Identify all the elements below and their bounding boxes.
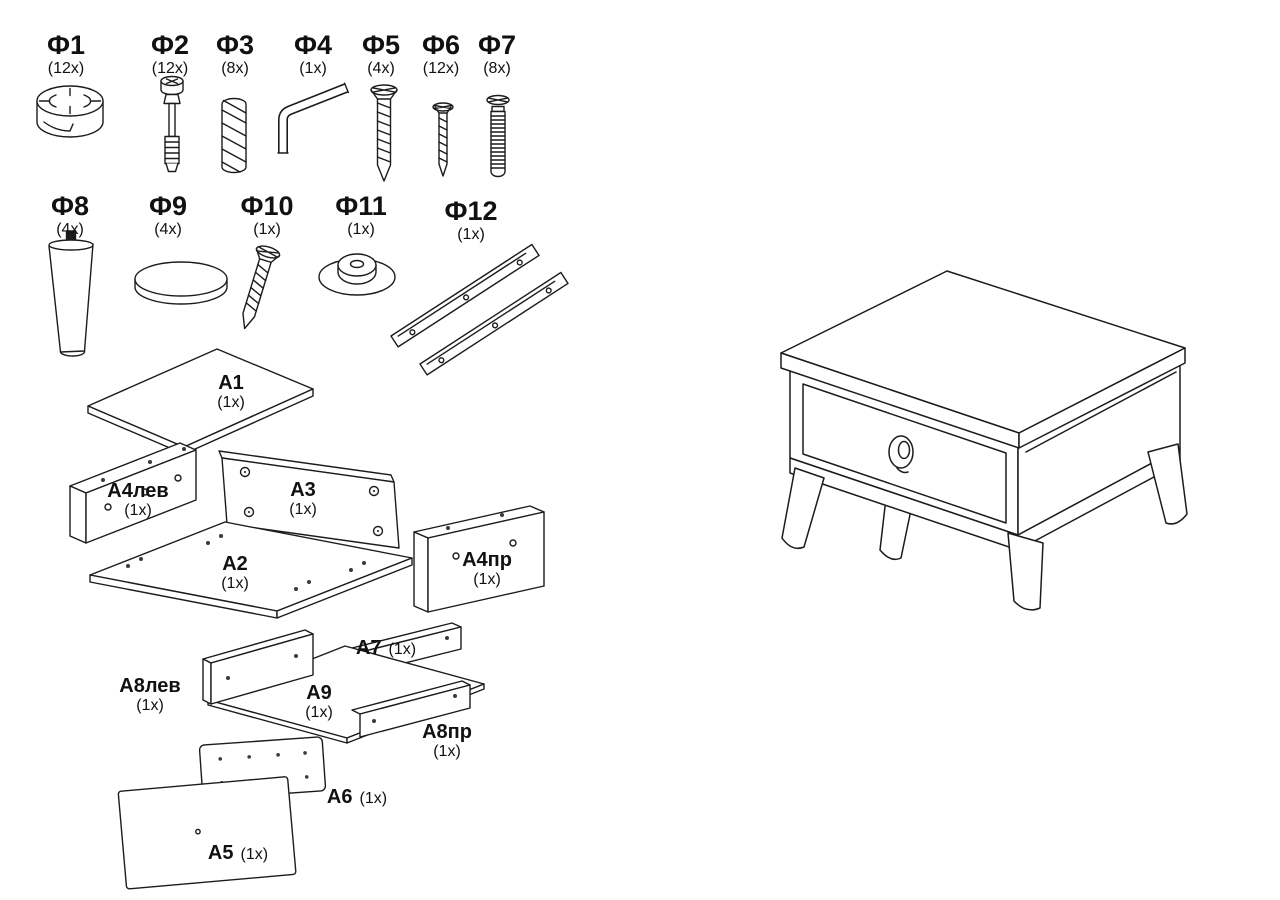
drawer-slides-icon bbox=[390, 243, 569, 376]
part-code: Ф5 bbox=[361, 29, 401, 60]
label-a8pr: A8пр(1x) bbox=[422, 721, 472, 761]
large-screw-icon bbox=[370, 84, 398, 182]
part-code: Ф8 bbox=[50, 190, 90, 221]
part-code: A2 bbox=[222, 552, 248, 575]
label-f8: Ф8(4x) bbox=[51, 191, 89, 239]
part-code: Ф2 bbox=[150, 29, 190, 60]
label-a9: A9(1x) bbox=[305, 682, 333, 722]
part-qty: (1x) bbox=[299, 60, 327, 78]
label-a3: A3(1x) bbox=[289, 479, 317, 519]
label-a5: A5 (1x) bbox=[208, 842, 268, 864]
confirmat-screw-icon bbox=[486, 94, 510, 178]
part-qty: (1x) bbox=[124, 502, 152, 520]
part-qty: (1x) bbox=[253, 221, 281, 239]
part-code: A6 bbox=[326, 785, 353, 808]
panel-a5 bbox=[117, 776, 297, 890]
part-code: A8лев bbox=[119, 674, 181, 697]
label-a1: A1(1x) bbox=[217, 372, 245, 412]
panel-a4-left bbox=[69, 442, 197, 544]
panel-a8-right bbox=[351, 680, 471, 738]
part-code: Ф11 bbox=[335, 190, 387, 221]
label-f2: Ф2(12x) bbox=[151, 30, 189, 78]
label-f9: Ф9(4x) bbox=[149, 191, 187, 239]
label-a8lev: A8лев(1x) bbox=[119, 675, 180, 715]
knob-handle-icon bbox=[318, 253, 396, 296]
part-qty: (12x) bbox=[151, 60, 189, 78]
label-f10: Ф10(1x) bbox=[240, 191, 293, 239]
leg-front-icon bbox=[1007, 532, 1044, 611]
part-code: Ф1 bbox=[46, 29, 86, 60]
part-qty: (4x) bbox=[154, 221, 182, 239]
part-code: Ф10 bbox=[240, 190, 294, 221]
hex-key-icon bbox=[277, 82, 349, 154]
part-qty: (1x) bbox=[221, 575, 249, 593]
part-code: A8пр bbox=[422, 720, 472, 743]
label-f4: Ф4(1x) bbox=[294, 30, 332, 78]
part-code: A7 bbox=[355, 636, 382, 659]
part-code: A4лев bbox=[107, 479, 169, 502]
panel-a1 bbox=[87, 348, 314, 455]
part-code: Ф4 bbox=[293, 29, 333, 60]
part-qty: (1x) bbox=[136, 697, 164, 715]
label-a4lev: A4лев(1x) bbox=[107, 480, 168, 520]
part-qty: (1x) bbox=[457, 226, 485, 244]
part-qty: (1x) bbox=[217, 394, 245, 412]
part-qty: (12x) bbox=[47, 60, 85, 78]
label-a7: A7 (1x) bbox=[356, 637, 416, 659]
part-code: Ф12 bbox=[444, 195, 498, 226]
part-qty: (8x) bbox=[483, 60, 511, 78]
label-f7: Ф7(8x) bbox=[478, 30, 516, 78]
leg-right-icon bbox=[1147, 443, 1188, 525]
part-qty: (1x) bbox=[240, 845, 269, 863]
round-pad-icon bbox=[134, 261, 228, 305]
part-code: A5 bbox=[207, 841, 234, 864]
wood-dowel-icon bbox=[221, 97, 247, 174]
cam-lock-icon bbox=[36, 85, 104, 138]
label-f6: Ф6(12x) bbox=[422, 30, 460, 78]
panel-a3 bbox=[218, 450, 400, 549]
part-qty: (12x) bbox=[422, 60, 460, 78]
part-qty: (4x) bbox=[367, 60, 395, 78]
label-a2: A2(1x) bbox=[221, 553, 249, 593]
part-code: Ф9 bbox=[148, 190, 188, 221]
label-f12: Ф12(1x) bbox=[444, 196, 497, 244]
label-a6: A6 (1x) bbox=[327, 786, 387, 808]
part-qty: (1x) bbox=[388, 640, 417, 658]
label-f1: Ф1(12x) bbox=[47, 30, 85, 78]
long-screw-icon bbox=[242, 245, 281, 330]
part-code: A1 bbox=[218, 371, 244, 394]
part-code: A9 bbox=[306, 681, 332, 704]
part-qty: (1x) bbox=[359, 789, 388, 807]
part-qty: (1x) bbox=[289, 501, 317, 519]
label-f3: Ф3(8x) bbox=[216, 30, 254, 78]
part-code: Ф6 bbox=[421, 29, 461, 60]
part-qty: (4x) bbox=[56, 221, 84, 239]
part-qty: (8x) bbox=[221, 60, 249, 78]
panel-a8-left bbox=[202, 629, 314, 705]
part-code: A4пр bbox=[462, 548, 512, 571]
part-qty: (1x) bbox=[347, 221, 375, 239]
small-screw-icon bbox=[432, 102, 454, 177]
label-f11: Ф11(1x) bbox=[335, 191, 387, 239]
leg-left-icon bbox=[781, 467, 825, 550]
panel-a2 bbox=[89, 521, 413, 619]
furniture-leg-icon bbox=[48, 230, 94, 357]
leg-back-icon bbox=[879, 497, 913, 561]
part-qty: (1x) bbox=[305, 704, 333, 722]
label-f5: Ф5(4x) bbox=[362, 30, 400, 78]
label-a4pr: A4пр(1x) bbox=[462, 549, 512, 589]
assembled-nightstand bbox=[780, 270, 1188, 611]
part-qty: (1x) bbox=[473, 571, 501, 589]
part-code: Ф7 bbox=[477, 29, 517, 60]
cam-bolt-icon bbox=[160, 75, 184, 173]
part-code: Ф3 bbox=[215, 29, 255, 60]
part-qty: (1x) bbox=[433, 743, 461, 761]
panel-a4-right bbox=[413, 505, 545, 613]
part-code: A3 bbox=[290, 478, 316, 501]
